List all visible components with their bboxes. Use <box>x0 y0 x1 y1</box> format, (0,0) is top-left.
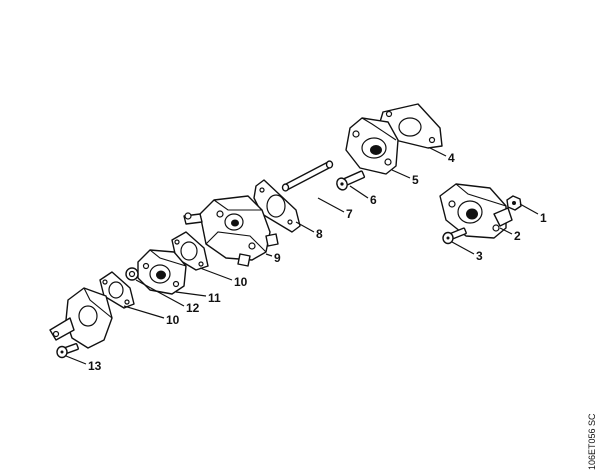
callout-7: 7 <box>346 207 353 221</box>
callout-2: 2 <box>514 229 521 243</box>
callout-6: 6 <box>370 193 377 207</box>
callout-labels: 1 2 3 4 5 6 7 8 9 10 11 12 10 13 <box>88 151 547 373</box>
leader-12 <box>135 279 185 307</box>
part-1-nut <box>506 195 522 211</box>
leader-2 <box>499 227 513 235</box>
callout-8: 8 <box>316 227 323 241</box>
part-3-screw <box>442 227 467 245</box>
part-2-flange <box>439 183 513 239</box>
callout-5: 5 <box>412 173 419 187</box>
part-13-screw <box>56 343 79 359</box>
leader-6 <box>349 185 369 199</box>
part-5-flange <box>345 117 399 175</box>
part-9-carburetor <box>183 195 279 267</box>
callout-11: 11 <box>208 291 221 305</box>
part-10-gasket-lower <box>99 271 135 309</box>
callout-3: 3 <box>476 249 483 263</box>
reference-code: 106ET056 SC <box>587 413 597 470</box>
part-12-seal-ring <box>125 267 139 281</box>
part-8-gasket <box>253 179 301 233</box>
leader-7 <box>317 197 345 213</box>
part-7-stud <box>281 160 334 192</box>
leader-10-lower <box>123 305 165 319</box>
callout-13: 13 <box>88 359 102 373</box>
leader-5 <box>391 169 411 179</box>
leader-13 <box>65 355 87 365</box>
leader-10-upper <box>199 267 233 281</box>
leader-4 <box>429 147 447 157</box>
callout-4: 4 <box>448 151 455 165</box>
part-11-spacer <box>137 249 187 295</box>
callout-10-upper: 10 <box>234 275 248 289</box>
callout-10-lower: 10 <box>166 313 180 327</box>
leader-9 <box>265 253 273 257</box>
leader-8 <box>295 221 315 233</box>
leader-3 <box>451 241 475 255</box>
leader-11 <box>175 291 207 297</box>
callout-9: 9 <box>274 251 281 265</box>
air-filter-base <box>49 287 113 349</box>
part-6-screw <box>336 170 366 191</box>
callout-1: 1 <box>540 211 547 225</box>
leader-lines <box>65 147 539 365</box>
leader-1 <box>519 203 539 215</box>
callout-12: 12 <box>186 301 200 315</box>
